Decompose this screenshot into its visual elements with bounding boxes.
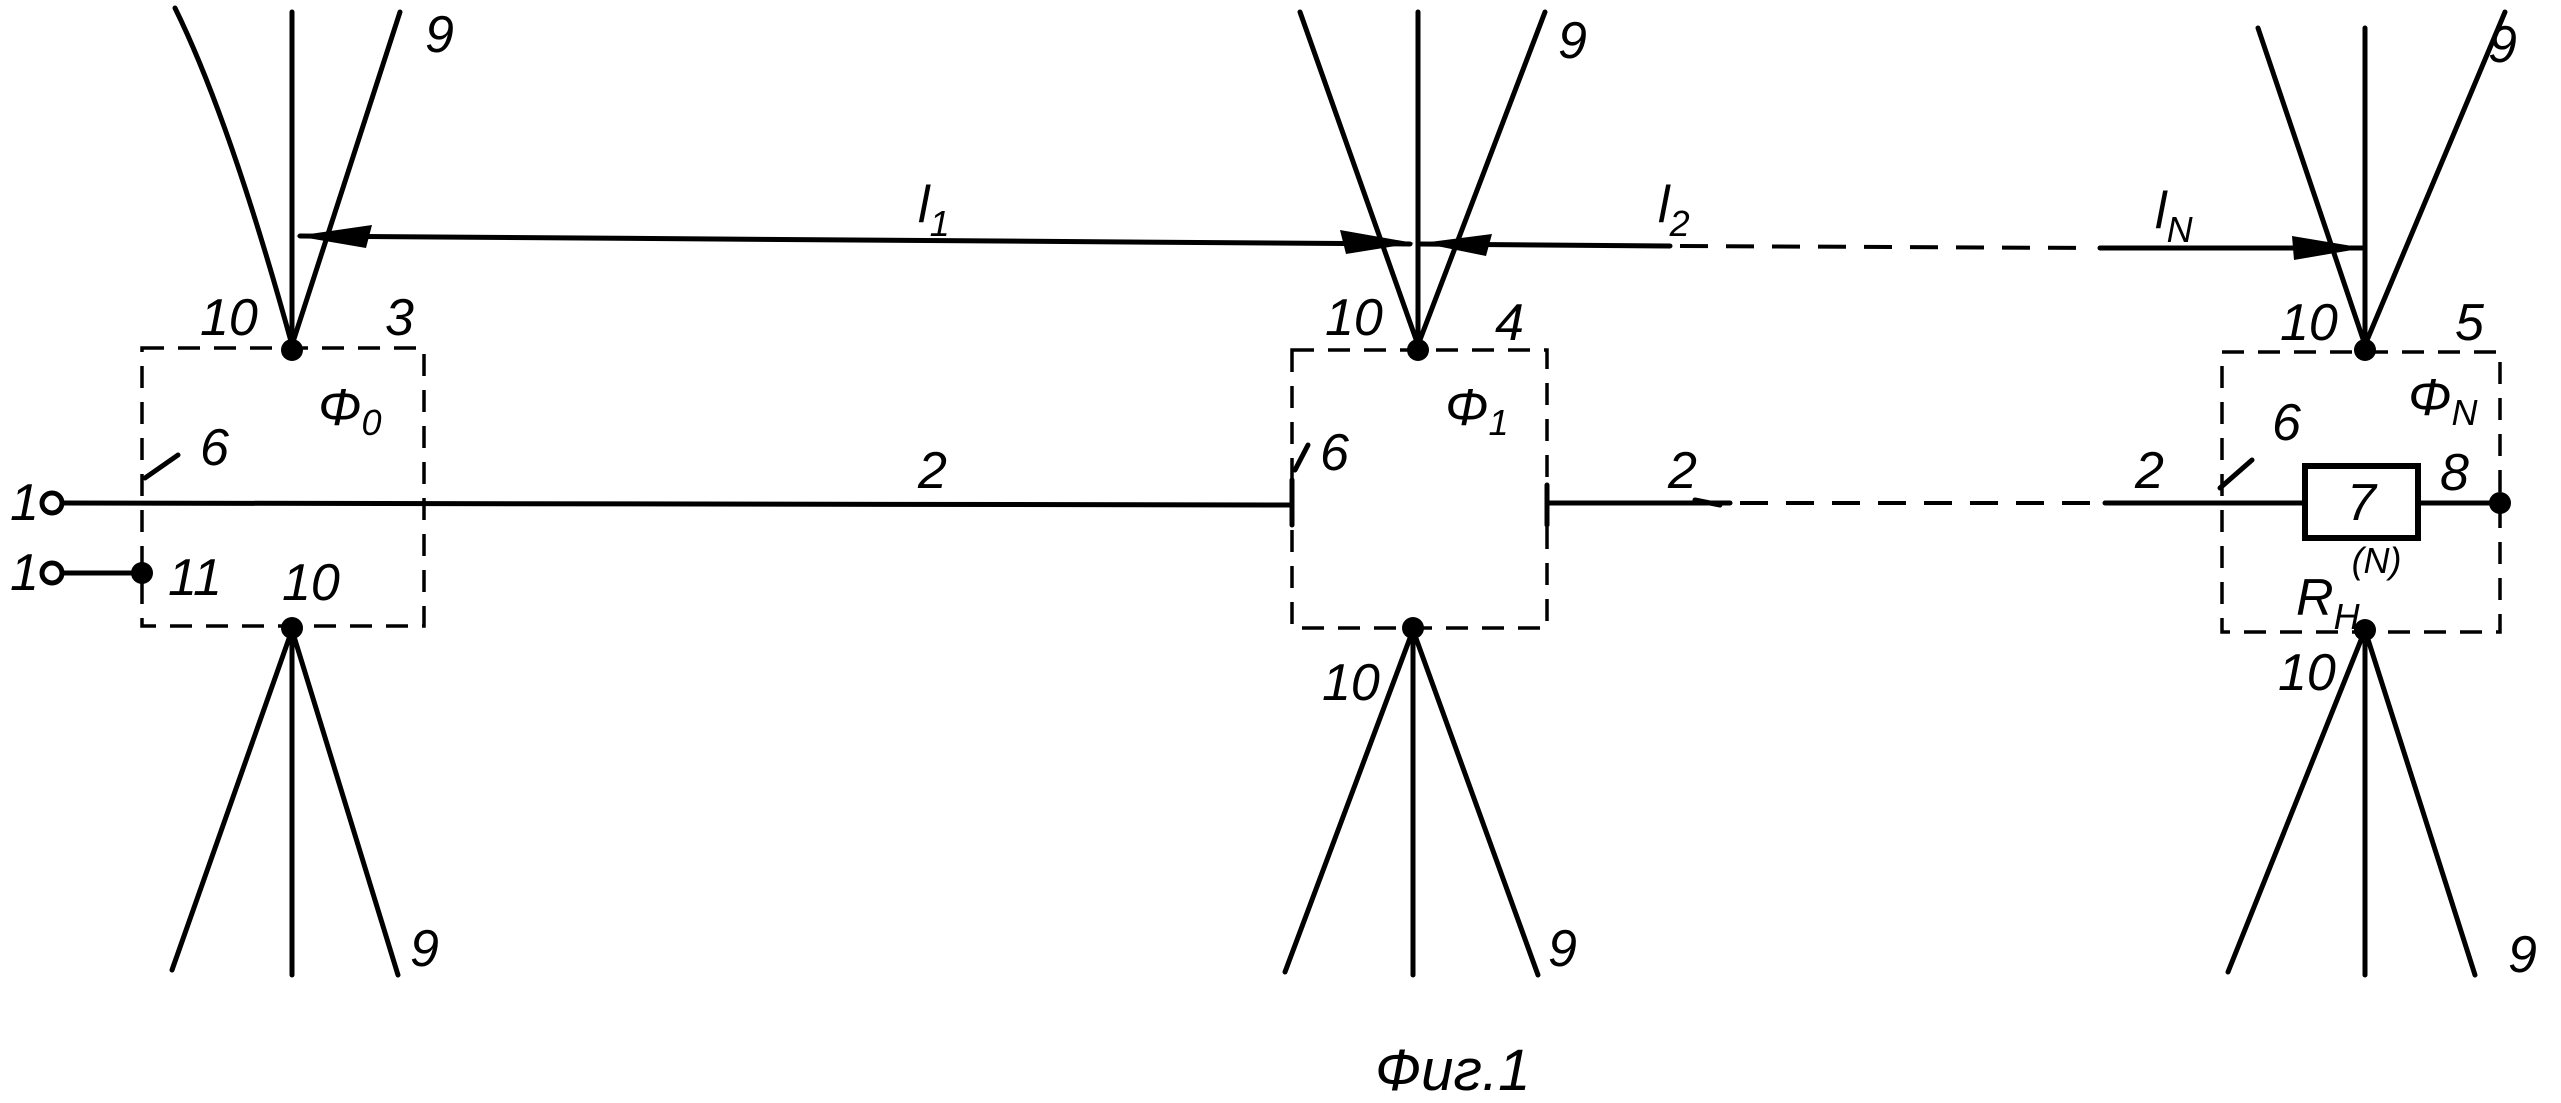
branch-label: 6 (2272, 394, 2301, 452)
ground-label: 11 (168, 549, 222, 607)
branch-leaders (145, 445, 2252, 505)
line-label: 2 (2134, 442, 2164, 500)
resistor-symbol-label: RH(N) (2296, 540, 2402, 637)
antenna-label: 9 (1558, 12, 1587, 70)
filter-name-label: Φ0 (318, 379, 382, 443)
antenna-bottom-right (2228, 630, 2475, 975)
node-label: 10 (282, 554, 340, 612)
antenna-label: 9 (425, 6, 454, 64)
node-dot-top-middle (1407, 339, 1429, 361)
filter-box-1 (1292, 350, 1547, 628)
branch-label: 6 (200, 419, 229, 477)
dimension-lines (296, 225, 2364, 260)
dimension-l1-label: l1 (918, 176, 950, 244)
input-terminal-bottom (42, 563, 62, 583)
filter-number-label: 5 (2455, 294, 2485, 352)
node-dot-bottom-middle (1402, 617, 1424, 639)
node-dot-top-left (281, 339, 303, 361)
dimension-ln-label: lN (2155, 182, 2194, 250)
antenna-label: 9 (1548, 920, 1577, 978)
end-label: 8 (2440, 444, 2469, 502)
node-label: 10 (2278, 644, 2336, 702)
filter-name-label: ΦN (2408, 369, 2479, 433)
figure-caption: Фиг.1 (1375, 1038, 1530, 1103)
dimension-l2-label: l2 (1658, 176, 1690, 244)
branch-label: 6 (1320, 424, 1349, 482)
node-label: 10 (1325, 289, 1383, 347)
terminal-label: 1 (10, 474, 39, 532)
node-dot-top-right (2354, 339, 2376, 361)
node-label: 10 (2280, 294, 2338, 352)
node-label: 10 (1322, 654, 1380, 712)
ground-node-dot (131, 562, 153, 584)
node-dot-bottom-left (281, 617, 303, 639)
antenna-bottom-left (172, 630, 398, 975)
antenna-label: 9 (2508, 926, 2537, 984)
input-terminal-top (42, 493, 62, 513)
node-label: 10 (200, 289, 258, 347)
line-label: 2 (917, 442, 947, 500)
antenna-label: 9 (2488, 16, 2517, 74)
filter-number-label: 4 (1495, 294, 1524, 352)
end-node-dot (2489, 492, 2511, 514)
resistor-number-label: 7 (2347, 474, 2378, 532)
antenna-label: 9 (410, 920, 439, 978)
terminal-label: 1 (10, 544, 39, 602)
line-label: 2 (1667, 442, 1697, 500)
filter-name-label: Φ1 (1445, 379, 1509, 443)
filter-number-label: 3 (385, 289, 414, 347)
